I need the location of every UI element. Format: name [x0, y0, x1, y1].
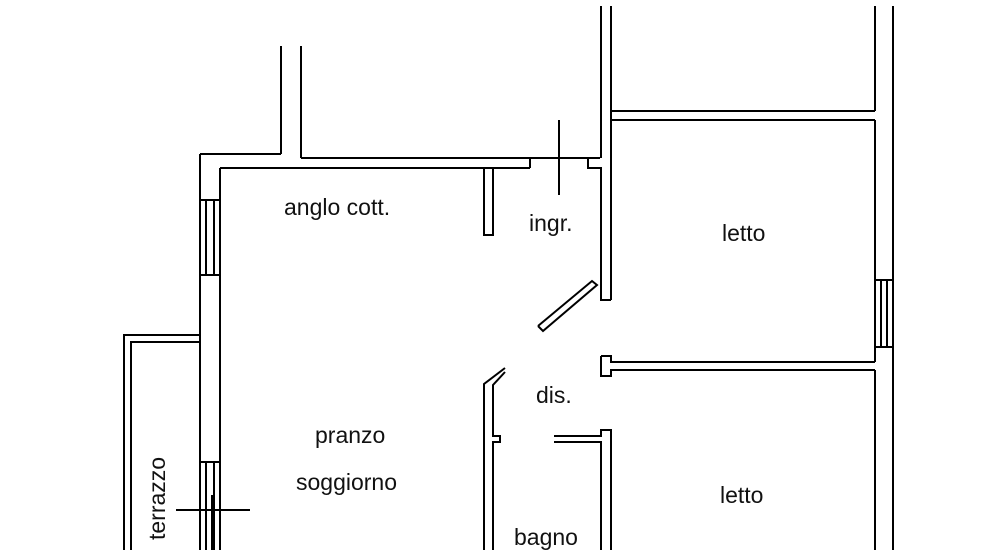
entrance-door-marker: [530, 120, 600, 195]
room-label-bedroom-top: letto: [722, 220, 766, 246]
room-label-living: pranzo: [315, 422, 386, 448]
room-label-kitchen: anglo cott.: [284, 194, 391, 220]
upper-left-walls: [200, 46, 530, 159]
terrace-marker: [176, 495, 250, 550]
terrace-outline: [123, 334, 200, 550]
room-label-hallway: dis.: [536, 382, 572, 408]
left-window: [199, 199, 221, 276]
lower-left-door: [200, 461, 220, 550]
room-label-entrance: ingr.: [529, 210, 573, 236]
room-label-bedroom-bottom: letto: [720, 482, 764, 508]
bedroom-divider-wall: [600, 347, 876, 550]
bathroom-walls: [483, 367, 612, 550]
kitchen-partition: [483, 168, 494, 236]
room-label-bathroom: bagno: [514, 524, 578, 550]
right-window: [874, 279, 894, 348]
central-wall: [587, 6, 612, 301]
room-label-living-2: soggiorno: [296, 469, 398, 495]
bedroom-door-swing: [537, 279, 599, 333]
room-label-terrace: terrazzo: [144, 456, 170, 540]
top-room-walls: [611, 6, 894, 550]
